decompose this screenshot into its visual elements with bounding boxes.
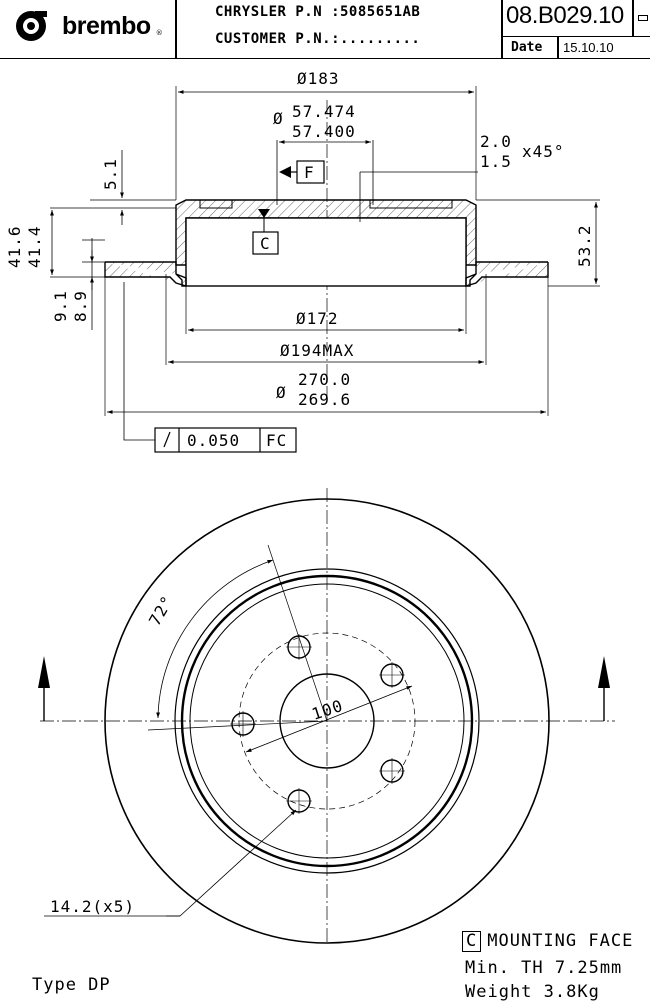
datum-f-arrow (279, 166, 291, 178)
technical-drawing: Ø183 Ø 57.474 57.400 2.0 1.5 x45° F C 5.… (5, 69, 615, 945)
angle-arc (156, 559, 274, 719)
mounting-face-text: MOUNTING FACE (487, 931, 634, 951)
divider (501, 0, 503, 58)
brembo-mark-icon (16, 11, 47, 41)
title-block: brembo ® CHRYSLER P.N :5085651AB CUSTOME… (0, 0, 650, 59)
divider (557, 37, 559, 59)
disc-type: Type DP (32, 975, 111, 995)
min-thickness: Min. TH 7.25mm (465, 958, 623, 978)
date-label: Date (511, 40, 543, 55)
braking-inner-edge (174, 568, 480, 874)
pcd-label: 100 (309, 696, 345, 724)
mounting-face-datum: C (462, 931, 482, 952)
chamfer-angle: x45° (522, 142, 565, 161)
dim-270-max: 270.0 (298, 370, 351, 389)
weight: Weight 3.8Kg (465, 982, 600, 1002)
angle-label: 72° (145, 592, 177, 629)
braking-band-right (465, 261, 549, 287)
brand-name: brembo (62, 11, 151, 40)
diameter-symbol: Ø (276, 383, 287, 402)
pcd-dim-line (245, 685, 413, 753)
hat-outer (180, 574, 474, 868)
brand-registered-mark: ® (155, 29, 163, 37)
dim-172-label: Ø172 (296, 309, 339, 328)
dim-41-6-label: 41.6 (5, 225, 24, 268)
dim-57-min: 57.400 (292, 122, 356, 141)
diameter-symbol: Ø (273, 109, 284, 128)
braking-band-left (104, 261, 187, 287)
runout-icon (163, 431, 171, 448)
outer-edge (104, 498, 550, 944)
chamfer-a: 2.0 (480, 132, 512, 151)
brand-logo: brembo ® (14, 6, 163, 46)
part-code: 08.B029.10 (506, 2, 624, 29)
oem-part-number: CHRYSLER P.N :5085651AB (215, 4, 421, 20)
hole-leader (166, 809, 297, 917)
tolerance-value: 0.050 (187, 431, 240, 450)
divider (175, 0, 177, 58)
dim-57-max: 57.474 (292, 102, 356, 121)
view-arrow-left-head (38, 656, 50, 688)
datum-c-arrow (258, 209, 270, 218)
hole-label: 14.2(x5) (50, 897, 135, 916)
datum-f-label: F (304, 163, 315, 182)
tolerance-leader (123, 282, 155, 441)
hub-face (199, 200, 453, 209)
date-row: Date 15.10.10 (503, 36, 650, 59)
dim-41-4-label: 41.4 (25, 225, 44, 268)
view-arrow-right-head (598, 656, 610, 688)
customer-part-number: CUSTOMER P.N.:......... (215, 31, 421, 47)
section-view (50, 86, 600, 453)
chamfer-b: 1.5 (480, 152, 512, 171)
hat-inner (189, 583, 465, 859)
tolerance-ref: FC (266, 431, 287, 450)
revision-box (638, 15, 648, 21)
dim-194-label: Ø194MAX (280, 341, 354, 360)
dim-8-9-label: 8.9 (71, 290, 90, 322)
date-value: 15.10.10 (563, 40, 614, 55)
hat-cavity (185, 217, 467, 287)
dim-183-label: Ø183 (297, 69, 340, 88)
datum-c-label: C (260, 234, 271, 253)
dim-53-2-label: 53.2 (575, 224, 594, 267)
dim-269-6: 269.6 (298, 390, 351, 409)
dim-5-1-label: 5.1 (101, 158, 120, 190)
dim-9-1-label: 9.1 (51, 290, 70, 322)
divider (632, 0, 634, 36)
pcd-circle (238, 632, 416, 810)
datum-c-box (252, 231, 279, 255)
front-view (38, 488, 615, 945)
section-labels: Ø183 Ø 57.474 57.400 2.0 1.5 x45° F C 5.… (5, 69, 594, 450)
